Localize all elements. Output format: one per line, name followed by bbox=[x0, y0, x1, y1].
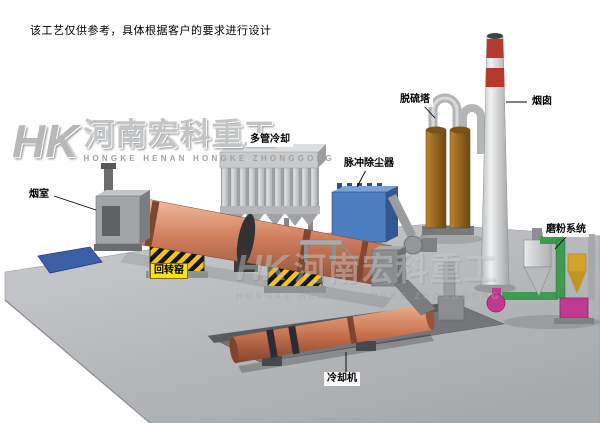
leader-lines bbox=[53, 101, 567, 372]
logo-hk-monogram: HK bbox=[12, 115, 79, 167]
grinding-system bbox=[437, 228, 595, 324]
kiln-hood bbox=[371, 246, 437, 316]
mill-unit bbox=[559, 297, 589, 319]
logo-text-block: 河南宏科重工 HONGKE HENAN HONGKE ZHONGGONG bbox=[83, 118, 334, 163]
label-smoke-chamber: 烟室 bbox=[26, 188, 52, 202]
desulfurization-towers bbox=[422, 93, 485, 235]
label-rotary-kiln: 回转窑 bbox=[150, 263, 188, 279]
disclaimer-text: 该工艺仅供参考，具体根据客户的要求进行设计 bbox=[30, 25, 272, 37]
logo-company-name-en: HONGKE HENAN HONGKE ZHONGGONG bbox=[83, 154, 335, 163]
multi-tube-cooler bbox=[219, 144, 326, 250]
chimney bbox=[480, 33, 510, 286]
label-pulse-dust-collector: 脉冲除尘器 bbox=[341, 157, 397, 171]
yellow-cyclone bbox=[567, 253, 587, 273]
label-grinding-system: 磨粉系统 bbox=[543, 223, 589, 237]
girth-gear-ring bbox=[236, 213, 256, 267]
smoke-chamber bbox=[94, 163, 150, 251]
cyclone-separator bbox=[523, 239, 552, 268]
label-cooling-machine: 冷却机 bbox=[324, 372, 360, 386]
label-multi-tube-cooler: 多管冷却 bbox=[247, 133, 293, 147]
service-platform bbox=[299, 239, 359, 266]
company-logo: HK 河南宏科重工 HONGKE HENAN HONGKE ZHONGGONG bbox=[12, 118, 335, 164]
foundation-pad bbox=[37, 246, 103, 274]
mill-fan bbox=[486, 293, 506, 313]
discharge-chute bbox=[393, 279, 437, 316]
label-desulfurization-tower: 脱硫塔 bbox=[397, 93, 433, 107]
label-chimney: 烟囱 bbox=[529, 95, 555, 109]
logo-company-name-cn: 河南宏科重工 bbox=[83, 117, 276, 152]
